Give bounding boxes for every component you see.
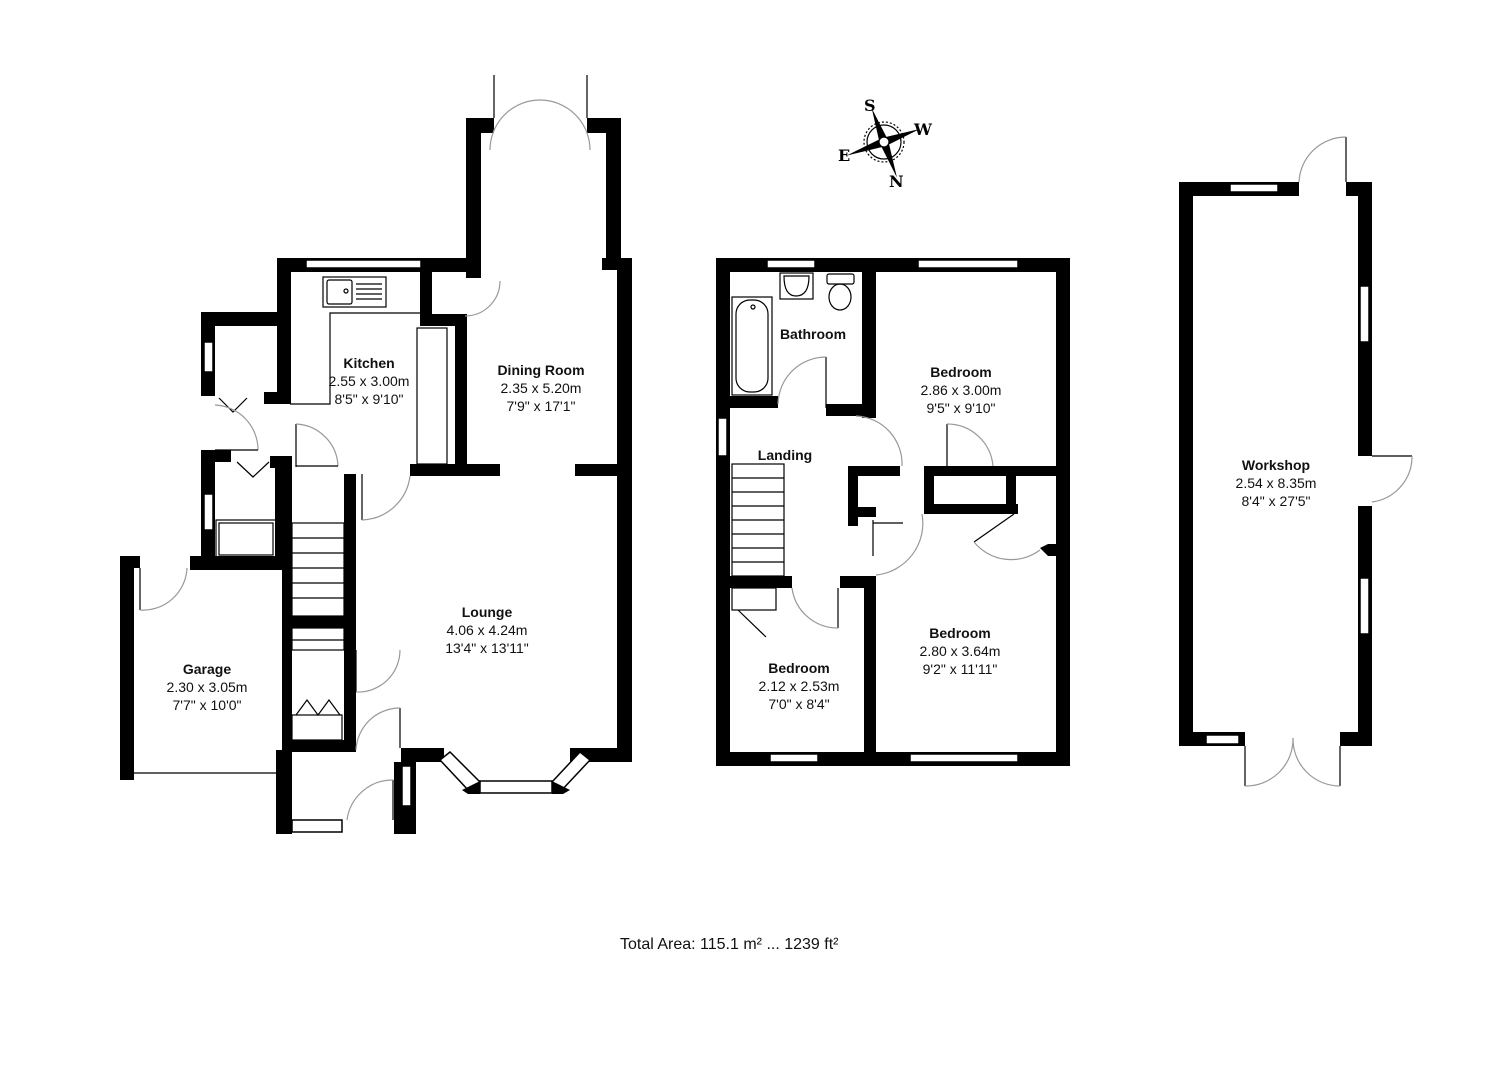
room-imperial: 8'4" x 27'5": [1241, 493, 1311, 509]
room-metric: 2.35 x 5.20m: [500, 380, 582, 396]
room-imperial: 13'4" x 13'11": [445, 640, 529, 656]
compass-rose-icon: [846, 108, 920, 178]
compass-east-label: E: [838, 146, 851, 165]
room-metric: 2.55 x 3.00m: [328, 373, 410, 389]
room-label-bathroom: Bathroom: [780, 325, 846, 343]
room-metric: 2.12 x 2.53m: [758, 678, 840, 694]
workshop-doors: [1244, 136, 1413, 787]
room-name: Lounge: [461, 604, 513, 620]
room-label-landing: Landing: [758, 446, 812, 464]
room-label-bedroom-1: Bedroom 2.86 x 3.00m 9'5" x 9'10": [921, 363, 1002, 417]
first-floor-windows: [717, 259, 1019, 763]
room-imperial: 9'5" x 9'10": [926, 400, 996, 416]
room-metric: 4.06 x 4.24m: [446, 622, 528, 638]
room-metric: 2.30 x 3.05m: [166, 679, 248, 695]
room-imperial: 7'9" x 17'1": [506, 398, 576, 414]
ground-floor-fixtures: [134, 276, 448, 774]
room-label-bedroom-2: Bedroom 2.80 x 3.64m 9'2" x 11'11": [920, 624, 1001, 678]
room-name: Bedroom: [930, 364, 992, 380]
room-name: Bathroom: [779, 326, 847, 342]
room-imperial: 9'2" x 11'11": [922, 661, 998, 677]
first-floor-doors: [777, 356, 1041, 629]
room-name: Workshop: [1241, 457, 1311, 473]
room-label-lounge: Lounge 4.06 x 4.24m 13'4" x 13'11": [445, 603, 529, 657]
room-imperial: 8'5" x 9'10": [334, 391, 404, 407]
first-floor-fixtures: [731, 272, 855, 638]
room-label-kitchen: Kitchen 2.55 x 3.00m 8'5" x 9'10": [329, 354, 410, 408]
compass-west-label: W: [914, 120, 932, 139]
room-name: Dining Room: [497, 362, 585, 378]
room-metric: 2.86 x 3.00m: [920, 382, 1002, 398]
compass-north-label: N: [889, 172, 904, 191]
room-name: Bedroom: [768, 660, 830, 676]
ground-floor-walls: [120, 118, 632, 834]
room-imperial: 7'0" x 8'4": [768, 696, 830, 712]
workshop-windows: [1205, 183, 1370, 745]
room-label-workshop: Workshop 2.54 x 8.35m 8'4" x 27'5": [1236, 456, 1317, 510]
compass-south-label: S: [864, 96, 876, 115]
total-area-text: Total Area: 115.1 m² ... 1239 ft²: [620, 936, 839, 953]
room-metric: 2.54 x 8.35m: [1235, 475, 1317, 491]
room-label-dining-room: Dining Room 2.35 x 5.20m 7'9" x 17'1": [497, 361, 584, 415]
room-label-garage: Garage 2.30 x 3.05m 7'7" x 10'0": [167, 660, 248, 714]
room-name: Bedroom: [929, 625, 991, 641]
room-name: Kitchen: [343, 355, 395, 371]
room-metric: 2.80 x 3.64m: [919, 643, 1001, 659]
ground-floor-windows: [203, 259, 592, 833]
room-imperial: 7'7" x 10'0": [172, 697, 242, 713]
room-label-bedroom-3: Bedroom 2.12 x 2.53m 7'0" x 8'4": [759, 659, 840, 713]
room-name: Garage: [182, 661, 232, 677]
room-name: Landing: [757, 447, 813, 463]
ground-floor-doors: [139, 75, 591, 821]
